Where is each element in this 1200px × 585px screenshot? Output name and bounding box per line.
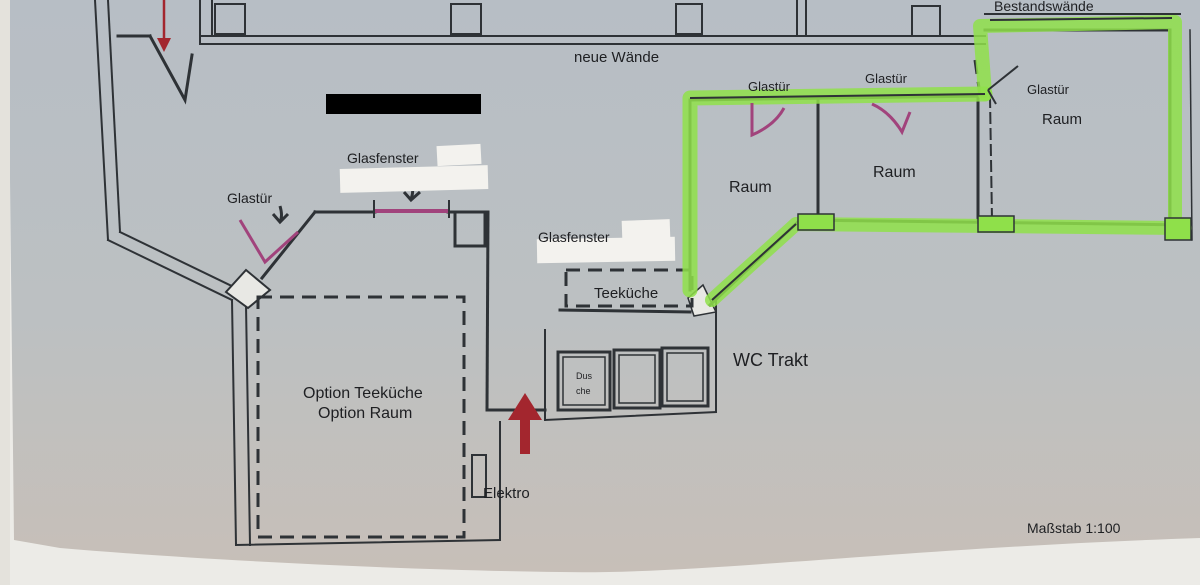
wall-blocks bbox=[797, 213, 1192, 241]
label-raum-2: Raum bbox=[873, 164, 916, 181]
label-glastuer-left: Glastür bbox=[227, 190, 272, 206]
label-glasfenster-right: Glasfenster bbox=[538, 229, 610, 245]
tape-strips bbox=[339, 143, 676, 264]
glass-doors bbox=[238, 102, 912, 265]
arrow-glastuer-left bbox=[271, 205, 290, 225]
label-raum-3: Raum bbox=[1042, 111, 1082, 128]
label-massstab: Maßstab 1:100 bbox=[1027, 520, 1121, 536]
label-raum-1: Raum bbox=[729, 179, 772, 196]
paper-edge bbox=[0, 0, 10, 585]
label-wc-trakt: WC Trakt bbox=[733, 350, 808, 370]
arrow-down-top-head bbox=[157, 38, 171, 52]
door-frames bbox=[373, 65, 1019, 218]
label-bestandswaende: Bestandswände bbox=[994, 0, 1094, 14]
label-option-teekueche: Option Teeküche bbox=[303, 385, 423, 402]
arrow-up-shaft bbox=[520, 418, 530, 454]
label-glastuer-1: Glastür bbox=[748, 79, 791, 94]
new-walls-lines bbox=[689, 17, 1173, 301]
label-teekueche: Teeküche bbox=[594, 285, 658, 302]
walls bbox=[93, 0, 1193, 547]
labels: Bestandswände neue Wände Glastür Glastür… bbox=[227, 0, 1121, 536]
redaction-bar bbox=[326, 94, 481, 114]
label-dusche-2: che bbox=[576, 386, 591, 396]
label-option-raum: Option Raum bbox=[318, 405, 412, 422]
label-glastuer-2: Glastür bbox=[865, 71, 908, 86]
label-elektro: Elektro bbox=[483, 485, 530, 502]
plan-paper bbox=[8, 0, 1200, 573]
door-glastuer-left bbox=[238, 219, 300, 265]
arrow-up-head bbox=[508, 393, 542, 420]
label-dusche-1: Dus bbox=[576, 371, 593, 381]
label-glastuer-3: Glastür bbox=[1027, 82, 1070, 97]
door-glastuer-2 bbox=[871, 102, 912, 136]
door-glastuer-1 bbox=[750, 103, 786, 138]
label-neue-waende: neue Wände bbox=[574, 49, 659, 66]
label-glasfenster-center: Glasfenster bbox=[347, 150, 419, 166]
